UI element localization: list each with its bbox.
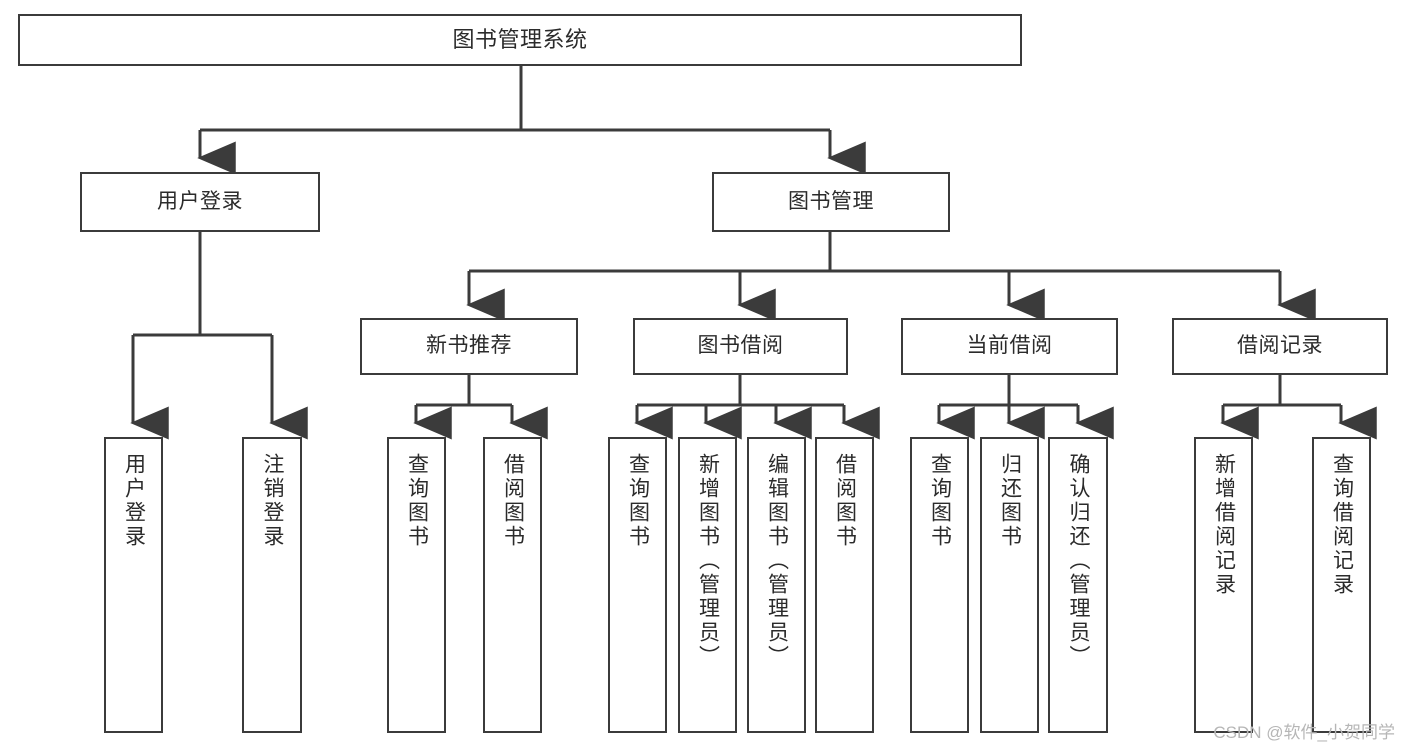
node-leaf-edit-book-label: 编辑图书（管理员） — [765, 453, 789, 669]
node-leaf-add-book[interactable]: 新增图书（管理员） — [678, 437, 737, 733]
node-leaf-query-book-2-label: 查询图书 — [626, 453, 650, 549]
node-borrow-record[interactable]: 借阅记录 — [1172, 318, 1388, 375]
node-borrow-record-label: 借阅记录 — [1237, 334, 1323, 358]
node-root-system[interactable]: 图书管理系统 — [18, 14, 1022, 66]
node-current-borrow-label: 当前借阅 — [966, 334, 1053, 358]
node-leaf-edit-book[interactable]: 编辑图书（管理员） — [747, 437, 806, 733]
node-book-manage[interactable]: 图书管理 — [712, 172, 950, 232]
node-leaf-borrow-book-2-label: 借阅图书 — [833, 453, 857, 549]
csdn-watermark: CSDN @软件_小贺同学 — [1213, 723, 1395, 742]
node-new-book-recommend-label: 新书推荐 — [426, 334, 512, 358]
node-new-book-recommend[interactable]: 新书推荐 — [360, 318, 578, 375]
node-leaf-borrow-book-1-label: 借阅图书 — [501, 453, 525, 549]
node-book-borrow[interactable]: 图书借阅 — [633, 318, 848, 375]
node-root-system-label: 图书管理系统 — [452, 27, 588, 53]
node-leaf-query-book-1-label: 查询图书 — [405, 453, 429, 549]
node-leaf-user-login-label: 用户登录 — [122, 453, 146, 549]
node-leaf-borrow-book-1[interactable]: 借阅图书 — [483, 437, 542, 733]
node-user-login-label: 用户登录 — [157, 189, 243, 213]
node-leaf-add-record[interactable]: 新增借阅记录 — [1194, 437, 1253, 733]
node-leaf-confirm-return[interactable]: 确认归还（管理员） — [1048, 437, 1108, 733]
node-book-borrow-label: 图书借阅 — [697, 334, 784, 358]
node-leaf-query-record[interactable]: 查询借阅记录 — [1312, 437, 1371, 733]
node-book-manage-label: 图书管理 — [788, 189, 874, 213]
node-leaf-borrow-book-2[interactable]: 借阅图书 — [815, 437, 874, 733]
node-leaf-return-book-label: 归还图书 — [998, 453, 1022, 549]
node-leaf-query-book-3-label: 查询图书 — [928, 453, 952, 549]
node-user-login[interactable]: 用户登录 — [80, 172, 320, 232]
node-leaf-user-login[interactable]: 用户登录 — [104, 437, 163, 733]
node-leaf-add-record-label: 新增借阅记录 — [1212, 453, 1236, 597]
node-leaf-query-record-label: 查询借阅记录 — [1330, 453, 1354, 597]
node-leaf-logout-login[interactable]: 注销登录 — [242, 437, 302, 733]
node-leaf-logout-login-label: 注销登录 — [261, 453, 285, 549]
node-leaf-query-book-3[interactable]: 查询图书 — [910, 437, 969, 733]
node-leaf-add-book-label: 新增图书（管理员） — [696, 453, 720, 669]
node-leaf-return-book[interactable]: 归还图书 — [980, 437, 1039, 733]
node-leaf-query-book-1[interactable]: 查询图书 — [387, 437, 446, 733]
node-leaf-query-book-2[interactable]: 查询图书 — [608, 437, 667, 733]
node-current-borrow[interactable]: 当前借阅 — [901, 318, 1118, 375]
node-leaf-confirm-return-label: 确认归还（管理员） — [1067, 453, 1091, 669]
